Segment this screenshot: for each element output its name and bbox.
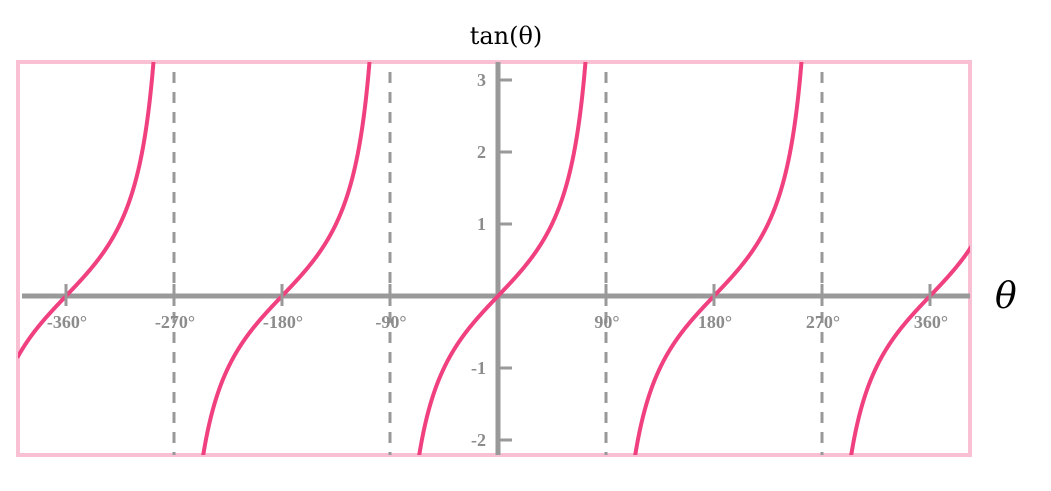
- y-tick-label: -1: [471, 358, 486, 378]
- x-tick-label: 270°: [806, 312, 840, 332]
- tan-curve-branch: [633, 62, 804, 455]
- tan-curves: [18, 62, 970, 455]
- axes: [22, 62, 970, 455]
- y-tick-label: 3: [477, 70, 486, 90]
- x-axis-label: θ: [995, 276, 1017, 317]
- x-tick-label: -360°: [47, 312, 87, 332]
- y-tick-label: 2: [477, 142, 486, 162]
- x-tick-label: -180°: [263, 312, 303, 332]
- asymptote-lines: [172, 72, 824, 455]
- tan-curve-branch: [18, 62, 156, 359]
- x-tick-label: -90°: [375, 312, 406, 332]
- y-tick-label: -2: [471, 430, 486, 450]
- plot-border: [16, 60, 972, 457]
- x-tick-label: 90°: [594, 312, 619, 332]
- x-tick-label: 180°: [698, 312, 732, 332]
- tan-curve-branch: [201, 62, 372, 455]
- tick-labels: -360° -270° -180° -90° 90° 180° 270° 360° 3 2 1 -1 -…: [47, 70, 948, 450]
- chart-title: tan(θ): [470, 22, 543, 50]
- y-tick-label: 1: [477, 214, 486, 234]
- x-tick-label: -270°: [155, 312, 195, 332]
- tick-marks: [64, 78, 932, 442]
- x-tick-label: 360°: [914, 312, 948, 332]
- tan-curve-branch: [417, 62, 588, 455]
